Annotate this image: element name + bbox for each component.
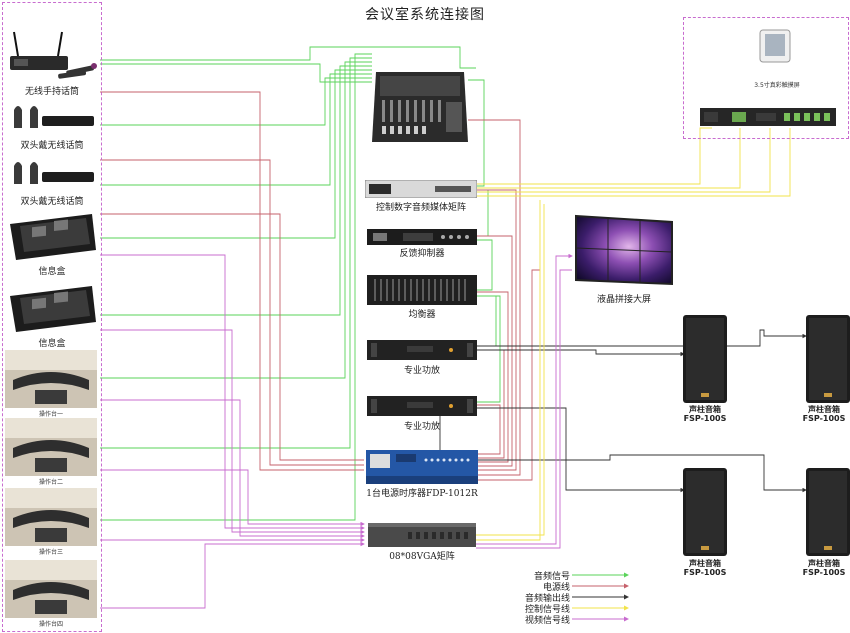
headset-mic-2 (14, 162, 94, 184)
headset-mic-2-label: 双头戴无线话筒 (20, 197, 84, 207)
speaker-3-model: FSP-100S (683, 568, 727, 577)
audio-output-lines (439, 329, 807, 493)
info-box-2 (10, 286, 96, 332)
console-2 (5, 418, 97, 476)
speaker-2-name: 声柱音箱 (808, 405, 840, 414)
source-panel (2, 2, 102, 632)
page-title: 会议室系统连接图 (365, 7, 485, 23)
console-3-label: 操作台三 (38, 549, 63, 556)
console-4-label: 操作台四 (38, 621, 63, 628)
matrix-label: 控制数字音频媒体矩阵 (375, 203, 466, 213)
console-1-label: 操作台一 (38, 411, 63, 418)
touch-screen-label: 3.5寸真彩触摸屏 (754, 82, 800, 89)
wireless-handheld-label: 无线手持话筒 (24, 87, 79, 97)
legend-power-label: 电源线 (542, 583, 570, 593)
legend-audio-out-label: 音频输出线 (524, 594, 570, 604)
feedback-suppressor (367, 229, 477, 245)
speaker-1-name: 声柱音箱 (689, 405, 721, 414)
headset-mic-1 (14, 106, 94, 128)
amp-2-label: 专业功放 (403, 422, 440, 432)
central-controller (700, 108, 836, 126)
console-2-label: 操作台二 (38, 479, 63, 486)
console-1 (5, 350, 97, 408)
feedback-label: 反馈抑制器 (399, 249, 445, 259)
legend-control-label: 控制信号线 (524, 605, 570, 615)
console-3 (5, 488, 97, 546)
legend-video-label: 视频信号线 (524, 616, 570, 626)
legend-lines (572, 572, 629, 622)
legend-audio-label: 音频信号 (533, 572, 570, 582)
lcd-wall-label: 液晶拼接大屏 (596, 295, 651, 305)
console-4 (5, 560, 97, 618)
info-box-1-label: 信息盒 (38, 267, 66, 277)
speaker-4-model: FSP-100S (802, 568, 846, 577)
touch-panel (683, 17, 849, 139)
speaker-4 (806, 468, 850, 556)
speaker-1 (683, 315, 727, 403)
speaker-2 (806, 315, 850, 403)
speaker-3-name: 声柱音箱 (689, 559, 721, 568)
speaker-3 (683, 468, 727, 556)
video-lines (100, 253, 573, 609)
info-box-1 (10, 214, 96, 260)
equalizer-label: 均衡器 (408, 310, 436, 320)
amplifier-1 (367, 340, 477, 360)
equalizer (367, 275, 477, 305)
wireless-handheld-mic (10, 31, 97, 79)
control-lines (476, 127, 791, 541)
sequencer-label: 1台电源时序器FDP-1012R (366, 489, 478, 499)
headset-mic-1-label: 双头戴无线话筒 (20, 141, 84, 151)
speaker-2-model: FSP-100S (802, 414, 846, 423)
info-box-2-label: 信息盒 (38, 339, 66, 349)
amp-1-label: 专业功放 (403, 366, 440, 376)
digital-audio-matrix (365, 180, 477, 198)
vga-matrix-label: 08*08VGA矩阵 (389, 552, 455, 562)
vga-matrix (368, 523, 476, 547)
speaker-1-model: FSP-100S (683, 414, 727, 423)
amplifier-2 (367, 396, 477, 416)
lcd-video-wall (575, 214, 673, 286)
power-sequencer (366, 450, 478, 484)
audio-mixer (372, 72, 468, 142)
speaker-4-name: 声柱音箱 (808, 559, 840, 568)
touch-screen (759, 29, 791, 63)
